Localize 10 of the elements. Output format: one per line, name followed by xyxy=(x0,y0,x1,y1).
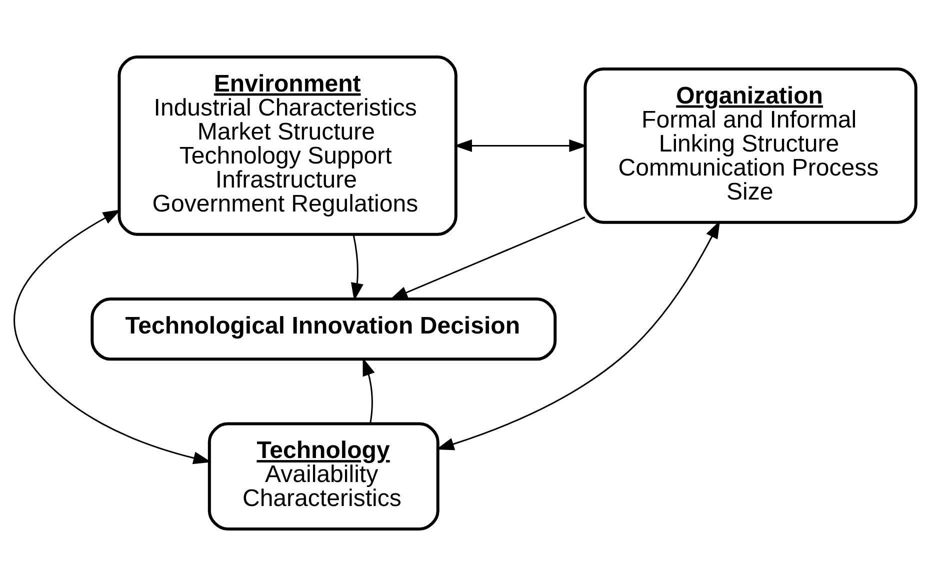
arrow xyxy=(454,138,588,152)
node-box: Technology Availability Characteristics xyxy=(208,422,440,530)
arrow xyxy=(390,216,586,300)
arrow xyxy=(351,234,364,301)
node-box: Environment Industrial Characteristics Market Structure Technology Support Infrastructure Government Regulations xyxy=(118,55,458,236)
arrow xyxy=(436,220,720,450)
node-box: Technological Innovation Decision xyxy=(90,297,557,360)
arrow xyxy=(362,357,375,424)
node-box: Organization Formal and Informal Linking Structure Communication Process Size xyxy=(584,67,918,224)
arrow xyxy=(14,209,212,464)
